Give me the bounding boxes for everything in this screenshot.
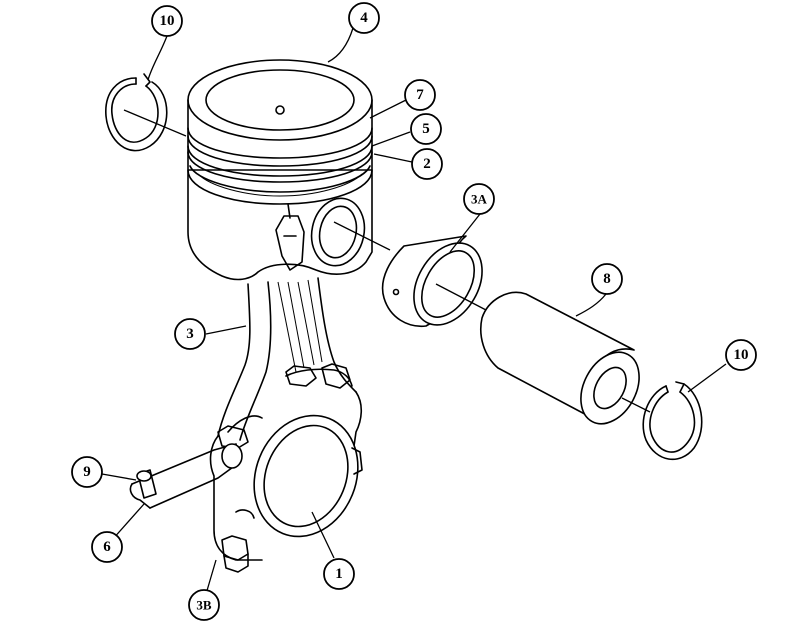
callout-label: 3B	[196, 598, 212, 613]
piston-pin	[480, 291, 640, 425]
callout-label: 4	[360, 10, 368, 26]
callout-label: 3	[186, 326, 194, 342]
callout-label: 6	[103, 539, 111, 555]
callout-3: 3	[174, 318, 206, 350]
callout-label: 7	[416, 87, 424, 103]
callout-8: 8	[591, 263, 623, 295]
piston	[187, 59, 373, 281]
retaining-ring-left	[105, 73, 168, 152]
callout-3A: 3A	[463, 183, 495, 215]
callout-label: 8	[603, 271, 611, 287]
callout-1: 1	[323, 558, 355, 590]
callout-label: 3A	[471, 192, 488, 207]
callout-label: 2	[423, 156, 431, 172]
pin-bushing	[381, 235, 483, 327]
callout-5: 5	[410, 113, 442, 145]
callout-7: 7	[404, 79, 436, 111]
connecting-rod	[129, 277, 363, 573]
callout-label: 10	[734, 347, 749, 363]
callout-2: 2	[411, 148, 443, 180]
callout-label: 9	[83, 464, 91, 480]
leader-lines	[101, 27, 727, 595]
callout-3B: 3B	[188, 589, 220, 621]
callout-10-top: 10	[151, 5, 183, 37]
callout-6: 6	[91, 531, 123, 563]
callout-4: 4	[348, 2, 380, 34]
retaining-ring-right	[642, 381, 703, 461]
callout-9: 9	[71, 456, 103, 488]
callout-label: 5	[422, 121, 430, 137]
callout-10-right: 10	[725, 339, 757, 371]
callout-label: 1	[335, 566, 343, 582]
callout-label: 10	[160, 13, 175, 29]
